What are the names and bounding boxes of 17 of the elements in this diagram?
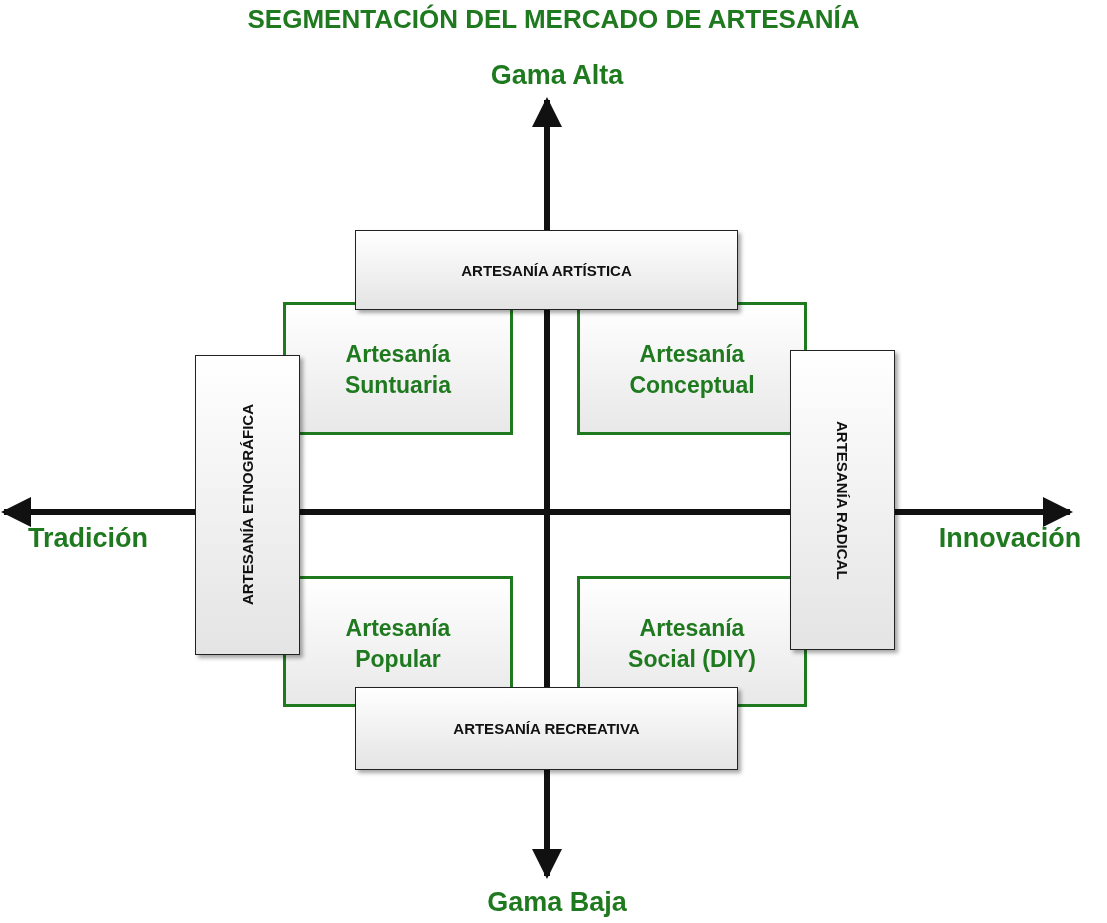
quadrant-label: Artesanía Social (DIY) [627,614,757,674]
segment-label: ARTESANÍA ARTÍSTICA [461,261,632,279]
axis-label: Tradición [28,523,148,554]
title: SEGMENTACIÓN DEL MERCADO DE ARTESANÍA [246,4,861,35]
segment-label: ARTESANÍA ETNOGRÁFICA [239,404,256,606]
quadrant-label: Artesanía Suntuaria [343,340,453,400]
segment-box [355,230,738,310]
quadrant-label: Artesanía Conceptual [628,340,756,400]
axis-label: Gama Baja [487,887,627,918]
segment-label: ARTESANÍA RECREATIVA [453,720,640,737]
segment-label: ARTESANÍA RADICAL [834,420,851,580]
segment-box [355,687,738,770]
axis-label: Gama Alta [490,60,624,91]
segment-box [195,355,300,655]
segment-box [790,350,895,650]
quadrant-label: Artesanía Popular [344,614,452,674]
axis-label: Innovación [938,523,1082,554]
